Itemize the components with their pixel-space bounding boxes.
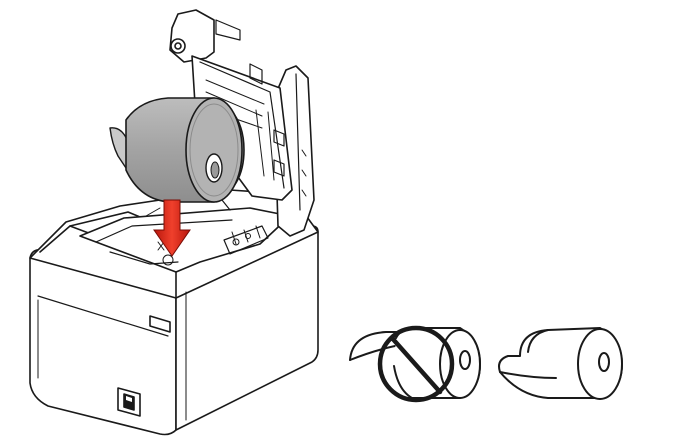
- power-switch: [117, 387, 141, 417]
- roll-end-face: [185, 97, 243, 203]
- front-button: [149, 315, 171, 333]
- prohibited-roll-orientation-icon: [349, 325, 481, 403]
- printer-lid: [169, 9, 315, 237]
- insert-arrow: [153, 199, 191, 257]
- printer: [29, 9, 319, 436]
- paper-roll: [109, 97, 245, 203]
- correct-roll-orientation-icon: [498, 327, 623, 400]
- paper-compartment: [79, 207, 291, 273]
